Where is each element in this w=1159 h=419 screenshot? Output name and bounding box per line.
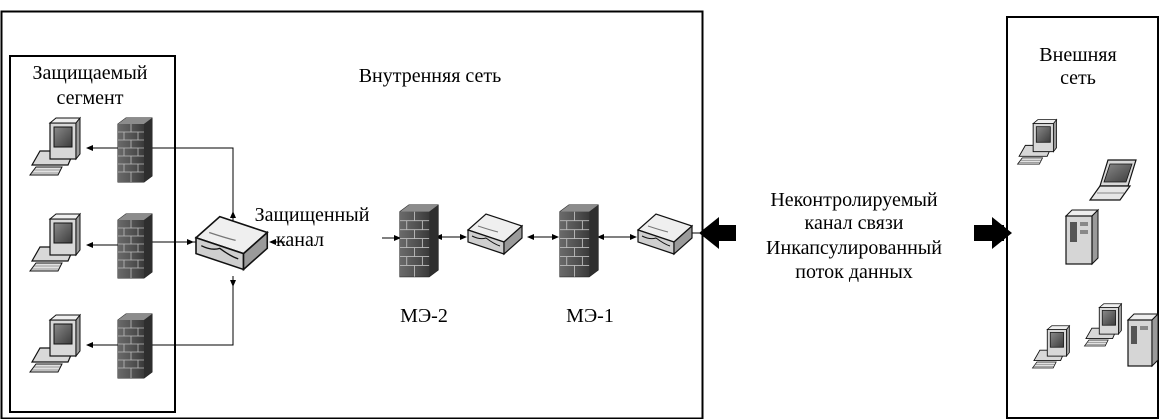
computer-icon [29,213,81,272]
secure-channel-label-line2: канал [276,229,324,251]
inner-network-title: Внутренняя сеть [359,65,502,87]
computer-icon [29,314,81,373]
protected-segment-frame [9,55,176,413]
protected-segment-title-line1: Защищаемый [33,62,148,84]
firewall-mе2-icon [399,204,439,278]
external-network-title-line1: Внешняя [1039,44,1116,66]
server-icon [1126,312,1159,368]
firewall-mе1-icon [559,204,599,278]
laptop-icon [1088,159,1137,201]
external-network-title-line2: сеть [1060,67,1096,89]
link-label-line4: поток данных [795,261,913,283]
router-icon [467,213,523,255]
firewall-icon [117,117,153,183]
computer-icon [1084,303,1122,347]
computer-icon [29,117,81,176]
computer-icon [1017,119,1058,165]
external-network-frame [1006,16,1159,419]
firewall-icon [117,213,153,279]
protected-segment-title-line2: сегмент [57,87,124,109]
link-label-line3: Инкапсулированный [766,237,942,259]
firewall-icon [117,313,153,379]
server-icon [1064,208,1100,266]
router-icon [637,213,693,255]
secure-channel-label-line1: Защищенный [255,204,370,226]
firewall-2-label: МЭ-2 [400,305,448,327]
link-label-line1: Неконтролируемый [770,189,938,211]
firewall-1-label: МЭ-1 [566,305,614,327]
computer-icon [1032,325,1070,369]
link-label-line2: канал связи [805,212,904,234]
